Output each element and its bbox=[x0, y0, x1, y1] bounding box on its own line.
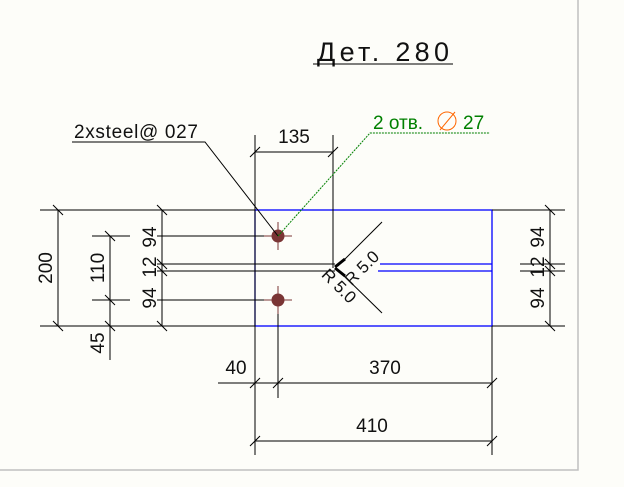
dim-right-slot: 12 bbox=[528, 256, 549, 277]
steel-leader: 2xsteel@ 027 bbox=[72, 122, 279, 237]
dim-left-lower: 94 bbox=[140, 287, 161, 309]
dim-overall-length: 410 bbox=[356, 416, 388, 437]
dimension-lines bbox=[52, 146, 556, 447]
dim-top-width: 135 bbox=[278, 127, 310, 148]
dim-inner-length: 370 bbox=[369, 358, 401, 379]
hole-lower bbox=[264, 286, 292, 314]
diameter-icon-slash bbox=[439, 111, 456, 131]
dim-edge-offset: 40 bbox=[225, 358, 246, 379]
dim-right-upper: 94 bbox=[528, 226, 549, 248]
diameter-icon bbox=[437, 111, 457, 131]
holes-leader: 2 отв. 27 bbox=[277, 111, 490, 237]
extension-lines bbox=[40, 135, 565, 455]
dim-bottom-offset: 45 bbox=[88, 332, 109, 353]
dim-hole-spacing: 110 bbox=[88, 253, 109, 283]
sheet-border bbox=[0, 0, 579, 471]
dim-left-slot: 12 bbox=[140, 256, 161, 277]
holes-label: 2 отв. bbox=[373, 113, 423, 134]
dim-left-upper: 94 bbox=[140, 226, 161, 248]
detail-title: Дет. 280 bbox=[317, 37, 449, 67]
holes-diameter: 27 bbox=[463, 113, 484, 134]
steel-label: 2xsteel@ 027 bbox=[74, 122, 198, 143]
dim-overall-height: 200 bbox=[36, 252, 57, 284]
radius-callouts: R 5.0 R 5.0 bbox=[318, 221, 383, 314]
dim-right-lower: 94 bbox=[528, 287, 549, 309]
